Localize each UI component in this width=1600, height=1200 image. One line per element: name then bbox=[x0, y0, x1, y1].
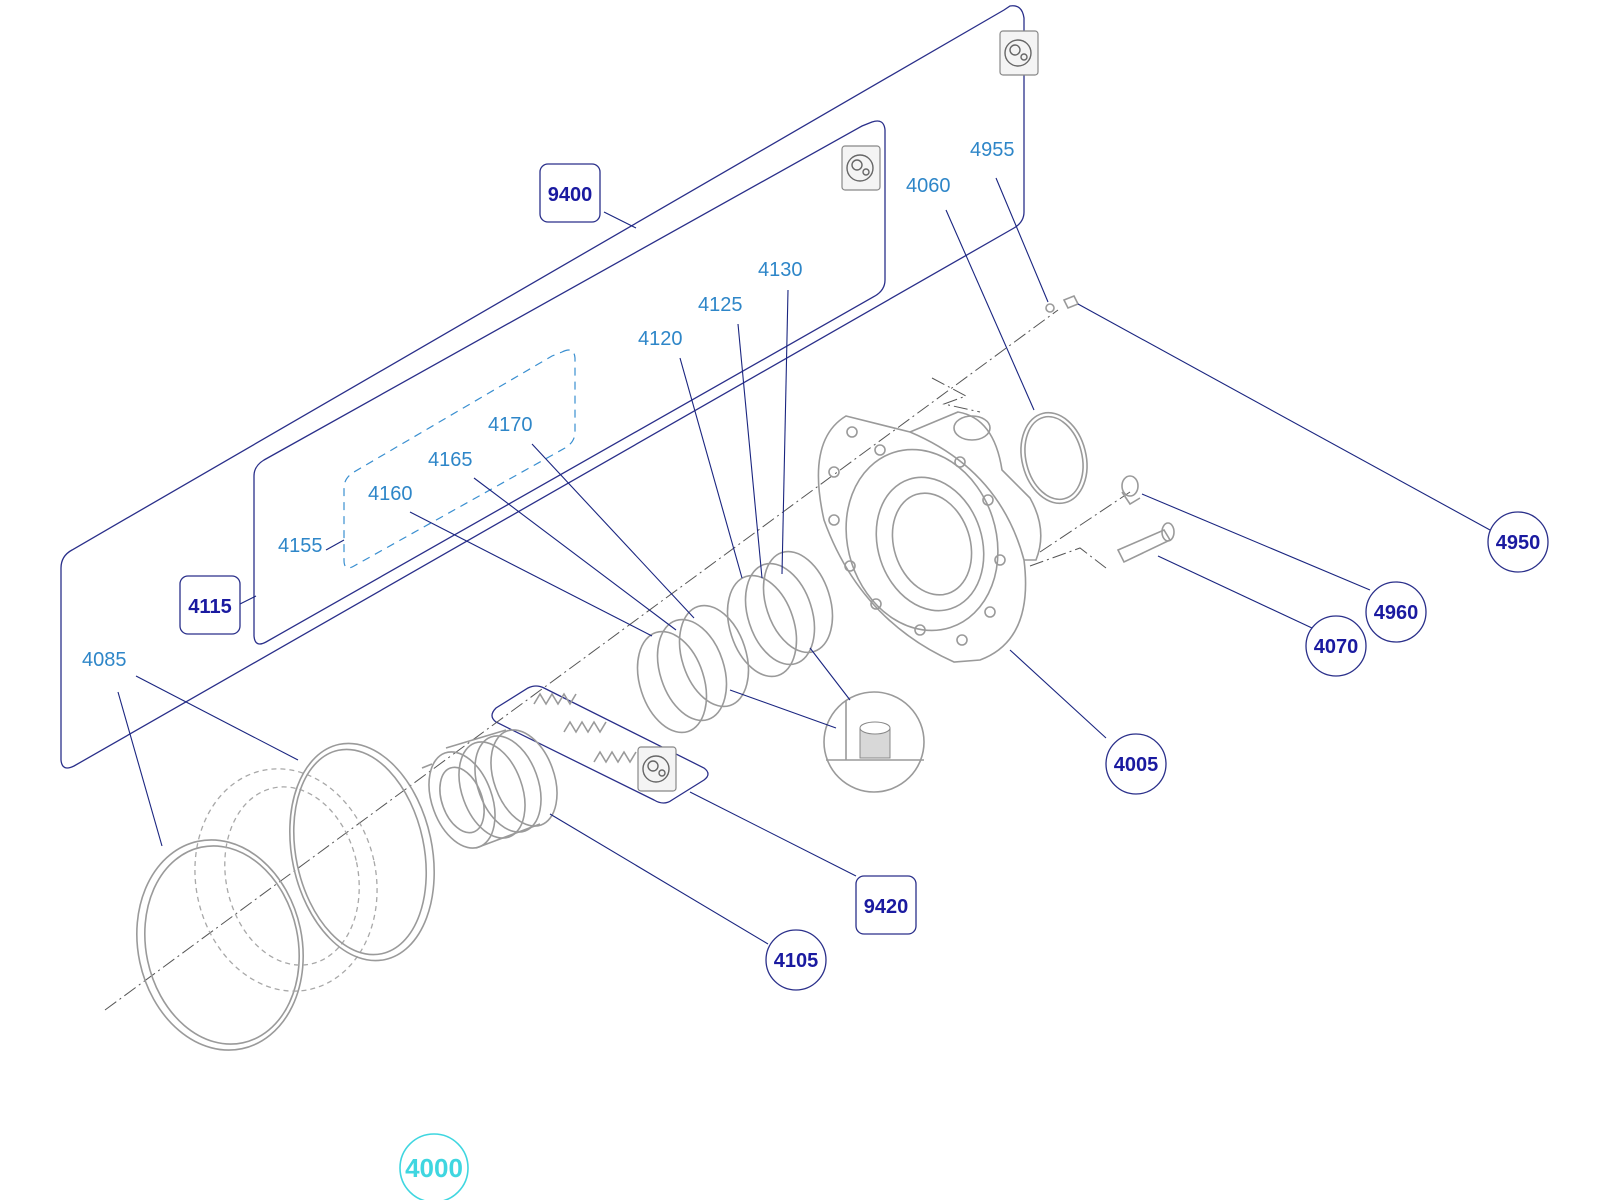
ring-4165 bbox=[656, 618, 728, 722]
ring-4125 bbox=[744, 562, 816, 666]
leader-4115 bbox=[239, 595, 257, 605]
part-label-4955: 4955 bbox=[970, 139, 1015, 161]
callout-9400[interactable]: 9400 bbox=[539, 163, 601, 223]
svg-text:4115: 4115 bbox=[188, 596, 231, 618]
o-ring-4085-inner bbox=[144, 845, 300, 1045]
leader-4105 bbox=[549, 813, 769, 945]
seal-kit-icon bbox=[637, 746, 677, 792]
o-ring-4060 bbox=[1020, 411, 1088, 505]
leader-seal-detail bbox=[729, 689, 837, 729]
svg-text:9400: 9400 bbox=[548, 184, 593, 206]
o-ring-4085 bbox=[136, 839, 304, 1051]
gerotor-set bbox=[194, 768, 378, 992]
housing-4005 bbox=[817, 411, 1042, 663]
bolt-axis bbox=[1029, 547, 1107, 569]
leader-9400 bbox=[603, 211, 637, 229]
leader-4950 bbox=[1077, 303, 1491, 531]
ring-4170 bbox=[678, 604, 750, 708]
callout-4950[interactable]: 4950 bbox=[1487, 511, 1549, 573]
seal-kit-icon bbox=[999, 30, 1039, 76]
leader-4155 bbox=[325, 539, 345, 551]
bolt-4070 bbox=[1116, 522, 1175, 564]
leader-4165 bbox=[473, 477, 677, 631]
kit-frame-4115 bbox=[253, 120, 886, 645]
ring-4160 bbox=[636, 630, 708, 734]
ring-4130 bbox=[762, 550, 834, 654]
part-label-4155: 4155 bbox=[278, 535, 323, 557]
part-label-4170: 4170 bbox=[488, 414, 533, 436]
svg-text:4070: 4070 bbox=[1314, 636, 1359, 658]
leader-4085 bbox=[117, 691, 163, 847]
leader-4070 bbox=[1157, 555, 1313, 629]
leader-4120 bbox=[679, 357, 743, 579]
leader-4005 bbox=[1009, 649, 1107, 739]
callout-4960[interactable]: 4960 bbox=[1365, 581, 1427, 643]
gerotor-set-inner bbox=[224, 786, 360, 966]
part-label-4120: 4120 bbox=[638, 328, 683, 350]
callout-4005[interactable]: 4005 bbox=[1105, 733, 1167, 795]
seal-kit-icon bbox=[841, 145, 881, 191]
o-ring-4060-inner bbox=[1024, 415, 1084, 501]
kit-frame-9400 bbox=[60, 5, 1025, 769]
leader-4125 bbox=[737, 323, 763, 579]
svg-text:4105: 4105 bbox=[774, 950, 819, 972]
plug-4950 bbox=[1045, 294, 1080, 313]
part-label-4160: 4160 bbox=[368, 483, 413, 505]
svg-text:4005: 4005 bbox=[1114, 754, 1159, 776]
part-label-4130: 4130 bbox=[758, 259, 803, 281]
leader-4130 bbox=[781, 289, 789, 575]
leader-4955 bbox=[995, 177, 1049, 303]
spring bbox=[533, 692, 577, 706]
svg-text:4950: 4950 bbox=[1496, 532, 1541, 554]
leader-9420 bbox=[689, 791, 857, 877]
leader-4060 bbox=[945, 209, 1035, 411]
spring bbox=[593, 750, 637, 764]
spring bbox=[563, 720, 607, 734]
assembly-callout-4000[interactable]: 4000 bbox=[399, 1133, 469, 1200]
kit-frame-9420 bbox=[491, 685, 709, 804]
callout-9420[interactable]: 9420 bbox=[855, 875, 917, 935]
kit-frame-4155 bbox=[343, 349, 576, 569]
seal-ring bbox=[289, 742, 435, 962]
leader-4960 bbox=[1141, 493, 1371, 591]
part-label-4125: 4125 bbox=[698, 294, 743, 316]
callout-4115[interactable]: 4115 bbox=[179, 575, 241, 635]
assembly-axis-offset bbox=[931, 377, 981, 413]
assembly-axis bbox=[104, 309, 1059, 1011]
seal-detail-view bbox=[823, 691, 925, 793]
leader-4170 bbox=[531, 443, 695, 619]
valve-4960 bbox=[1121, 475, 1141, 506]
seal-ring-inner bbox=[292, 748, 428, 956]
piston-4105 bbox=[421, 729, 558, 849]
svg-text:9420: 9420 bbox=[864, 896, 909, 918]
leader-4085b bbox=[135, 675, 299, 761]
part-label-4060: 4060 bbox=[906, 175, 951, 197]
svg-text:4000: 4000 bbox=[405, 1153, 463, 1183]
part-label-4085: 4085 bbox=[82, 649, 127, 671]
leader-4160 bbox=[409, 511, 653, 637]
callout-4070[interactable]: 4070 bbox=[1305, 615, 1367, 677]
leader-seal-detail-2 bbox=[809, 647, 851, 701]
part-label-4165: 4165 bbox=[428, 449, 473, 471]
ring-4120 bbox=[726, 574, 798, 678]
callout-4105[interactable]: 4105 bbox=[765, 929, 827, 991]
bolt-axis-line bbox=[1039, 491, 1131, 553]
svg-text:4960: 4960 bbox=[1374, 602, 1419, 624]
